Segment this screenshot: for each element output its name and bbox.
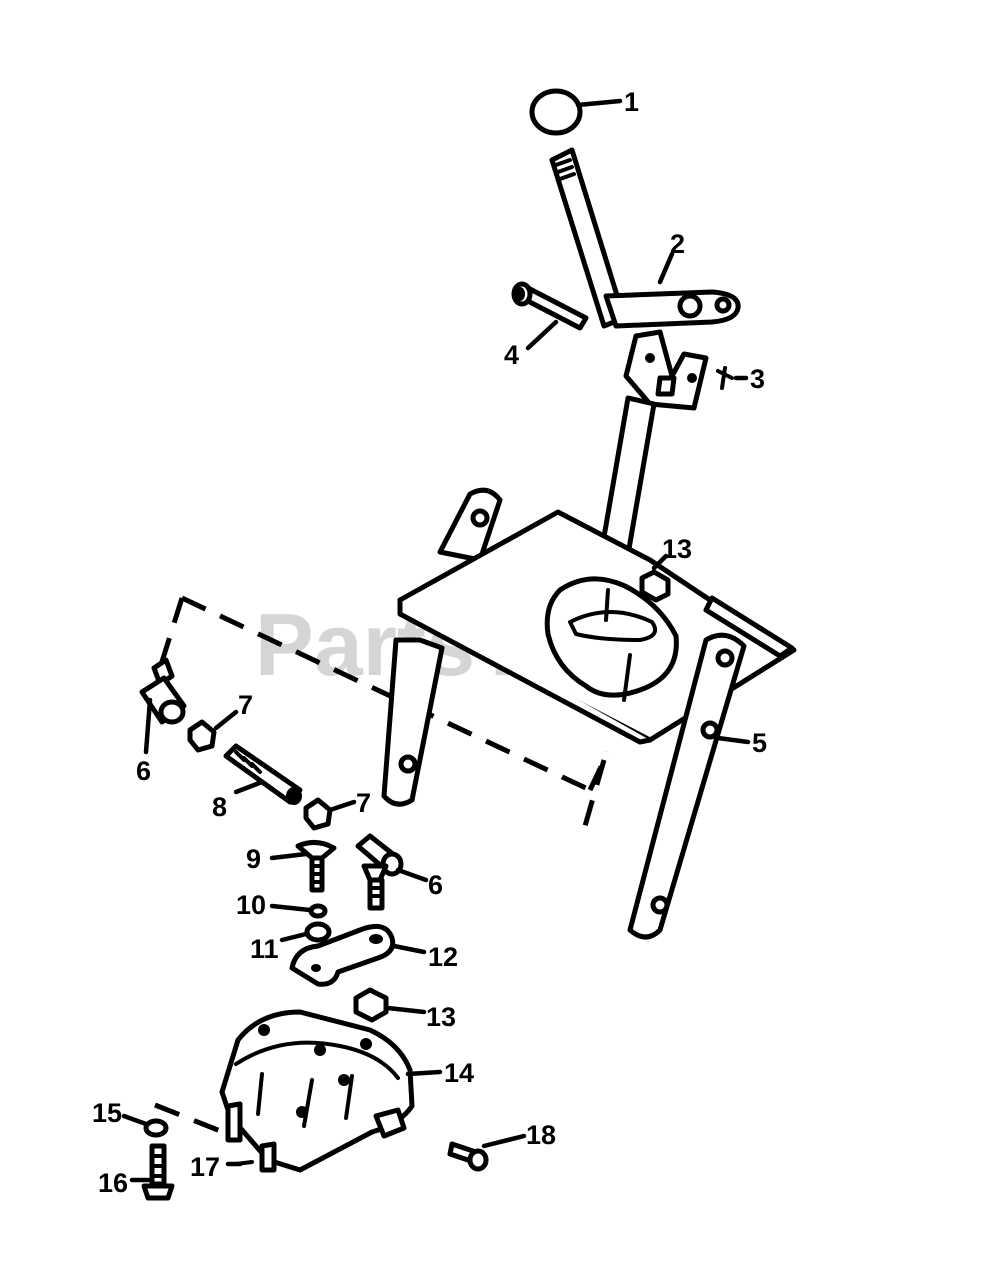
alignment-dash-line-lower [154,1102,239,1141]
callout-7-lower: 7 [356,788,371,818]
part-2-shift-lever [549,147,741,329]
callout-labels: 1 2 3 4 5 6 6 7 7 8 9 10 11 12 13 13 14 … [92,87,767,1198]
callout-7-upper: 7 [238,690,253,720]
part-14-gear-case [219,1009,415,1173]
callout-1: 1 [624,87,639,117]
callout-6-left: 6 [136,756,151,786]
callout-15: 15 [92,1098,122,1128]
part-8-stud [223,743,303,805]
part-15-washer [143,1118,169,1138]
part-6-fitting-lower [355,833,404,911]
part-11-washer [304,921,332,943]
part-12-shift-arm [289,923,396,987]
callout-12: 12 [428,942,458,972]
callout-10: 10 [236,890,266,920]
part-10-clip [308,903,328,919]
part-7-nut-upper [187,719,217,753]
callout-16: 16 [98,1168,128,1198]
callout-9: 9 [246,844,261,874]
callout-17: 17 [190,1152,220,1182]
callout-4: 4 [504,340,519,370]
callout-14: 14 [444,1058,474,1088]
callout-18: 18 [526,1120,556,1150]
callout-5: 5 [752,728,767,758]
alignment-dash-line [157,595,611,827]
part-5-mounting-bracket [381,487,797,940]
callout-11: 11 [250,934,279,964]
callout-8: 8 [212,792,227,822]
part-1-knob [529,88,583,136]
callout-13-lower: 13 [426,1002,456,1032]
callout-13-upper: 13 [662,534,692,564]
callout-3: 3 [750,364,765,394]
part-16-bolt [141,1143,175,1201]
part-13-nut-upper [639,569,671,603]
part-13-nut-lower [353,987,389,1023]
part-4-pin [511,281,589,331]
part-7-nut-lower [303,797,333,831]
leader-lines [121,98,751,1183]
callout-2: 2 [670,229,685,259]
part-3-cotter-pin [716,366,734,390]
part-18-bolt [447,1141,489,1172]
part-9-bolt [295,840,337,893]
part-6-fitting-left [139,657,187,725]
callout-6-lower: 6 [428,870,443,900]
